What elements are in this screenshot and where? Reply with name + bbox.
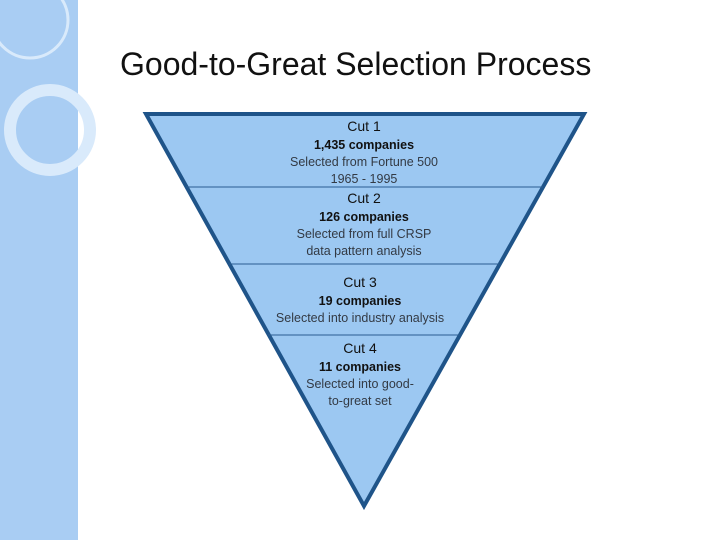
funnel-stage-2: Cut 2 126 companies Selected from full C… xyxy=(260,190,468,260)
decorative-circles xyxy=(0,0,96,176)
stage-description-line: data pattern analysis xyxy=(306,244,422,258)
funnel-stage-4: Cut 4 11 companies Selected into good- t… xyxy=(290,340,430,410)
decorative-circle-small xyxy=(0,0,70,60)
decorative-circle-large xyxy=(4,84,96,176)
funnel-shape xyxy=(142,112,588,511)
stage-cut-label: Cut 4 xyxy=(343,340,377,356)
stage-company-count: 1,435 companies xyxy=(313,138,415,152)
stage-company-count: 11 companies xyxy=(319,360,401,374)
stage-description-line: Selected into industry analysis xyxy=(275,311,445,325)
stage-company-count: 126 companies xyxy=(319,210,409,224)
stage-description-line: 1965 - 1995 xyxy=(330,172,398,186)
stage-cut-label: Cut 2 xyxy=(347,190,381,206)
funnel-stage-1: Cut 1 1,435 companies Selected from Fort… xyxy=(260,118,468,188)
stage-description-line: Selected from Fortune 500 xyxy=(290,155,438,169)
stage-description-line: Selected from full CRSP xyxy=(296,227,432,241)
stage-company-count: 19 companies xyxy=(318,294,402,308)
stage-cut-label: Cut 3 xyxy=(343,274,377,290)
stage-description-line: to-great set xyxy=(328,394,392,408)
stage-cut-label: Cut 1 xyxy=(347,118,381,134)
funnel-stage-3: Cut 3 19 companies Selected into industr… xyxy=(250,274,470,327)
page-title: Good-to-Great Selection Process xyxy=(120,46,592,82)
stage-description-line: Selected into good- xyxy=(306,377,414,391)
